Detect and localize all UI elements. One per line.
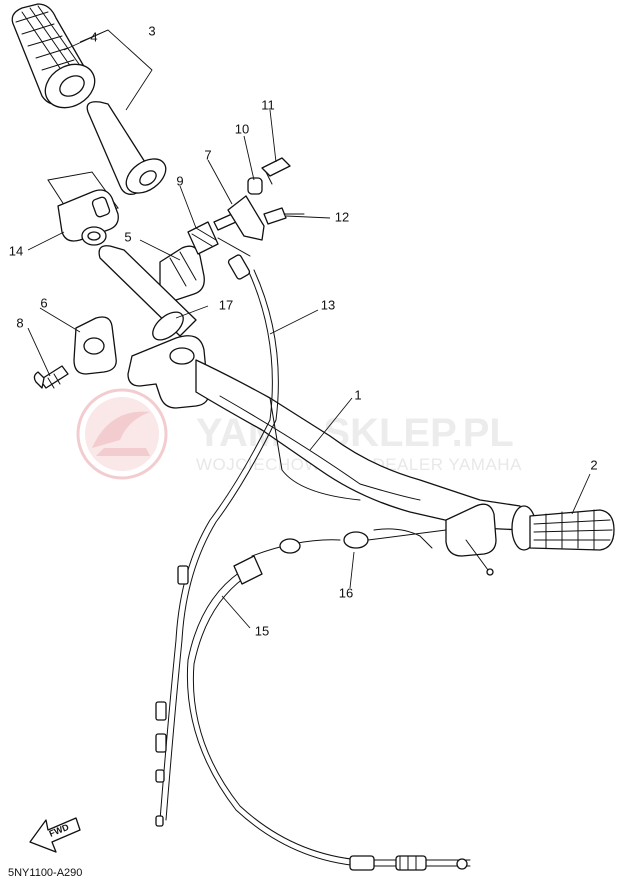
handlebar-left-tube: [98, 245, 197, 341]
leader-lines: [27, 29, 591, 629]
throttle-pulley: [187, 221, 219, 255]
plate-7: [227, 195, 265, 241]
callout-3: 3: [148, 23, 155, 38]
callout-8: 8: [16, 315, 23, 330]
watermark-logo: [76, 388, 168, 480]
collar-10: [247, 177, 263, 195]
callouts: 1 2 3 4 5 6 7 8 9 10 11 12 13 14 15 16 1…: [9, 23, 598, 638]
bolt-8: [33, 365, 69, 389]
callout-5: 5: [124, 229, 131, 244]
callout-4: 4: [90, 29, 97, 44]
clamp-bracket: [127, 335, 209, 409]
fwd-arrow-icon: FWD: [29, 817, 81, 853]
holder-lower: [73, 316, 117, 375]
throttle-housing: [47, 171, 119, 246]
callout-1: 1: [354, 387, 361, 402]
callout-2: 2: [590, 457, 597, 472]
clutch-cable: [186, 538, 471, 871]
callout-12: 12: [335, 209, 349, 224]
left-grip: [11, 3, 96, 109]
callout-11: 11: [261, 97, 275, 112]
callout-9: 9: [176, 173, 183, 188]
screw-12: [263, 207, 305, 225]
callout-14: 14: [9, 243, 23, 258]
callout-17: 17: [219, 297, 233, 312]
callout-13: 13: [321, 297, 335, 312]
throttle-cable: [155, 254, 279, 827]
callout-15: 15: [255, 623, 269, 638]
throttle-tube: [86, 101, 167, 195]
lever-assembly: [343, 503, 497, 576]
screw-11: [261, 157, 291, 185]
callout-6: 6: [40, 295, 47, 310]
callout-10: 10: [235, 121, 249, 136]
diagram-part-number: 5NY1100-A290: [8, 867, 82, 879]
right-grip: [511, 505, 615, 551]
callout-7: 7: [204, 147, 211, 162]
callout-16: 16: [339, 585, 353, 600]
